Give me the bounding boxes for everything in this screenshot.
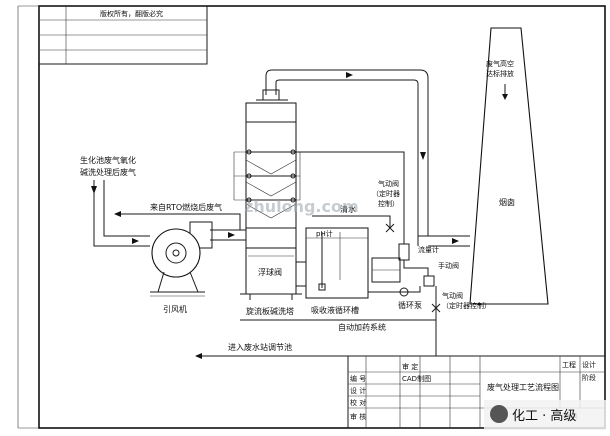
fan-label: 引风机 [163,304,187,314]
pneumatic-valve-top-3: 控制） [378,199,399,208]
up-arrow-icon [502,94,508,100]
absorb-tank-label: 吸收液循环槽 [311,305,359,315]
tb-right-3: 设计 [582,360,596,369]
corner-watermark-text: 化工 · 高级 [512,408,576,424]
pump-label: 循环泵 [398,300,422,310]
right-arrow-icon [346,72,353,78]
tb-right-1: 工程 [562,360,576,369]
bio-gas-line-1: 生化池废气氧化 [80,155,136,165]
inlet-duct [93,180,246,247]
tb-right-4: 阶段 [582,373,596,382]
float-valve-label: 浮球阀 [258,267,282,277]
drawing-title: 废气处理工艺流程图 [487,382,559,392]
ph-meter-label: pH计 [316,229,333,238]
stack-top-line-1: 废气高空 [486,59,514,68]
drawing-frame [17,5,606,429]
left-arrow-icon [195,353,202,359]
circulation-tank [296,227,401,299]
down-arrow-icon [91,186,97,194]
left-arrow-icon [114,211,121,217]
pneumatic-valve-top-1: 气动阀 [378,179,399,188]
scrubber-tower [233,89,405,300]
corner-watermark: 化工 · 高级 [484,400,606,430]
stack [469,27,549,305]
tb-mid-2: CAD制图 [402,374,431,383]
center-watermark: zhulong.com [244,197,359,216]
pneumatic-valve-bottom-2: （定时器控制） [442,301,491,310]
tb-row-3: 校 对 [350,398,366,407]
right-arrow-icon [452,238,459,244]
wechat-logo-icon [490,405,508,423]
bio-gas-line-2: 碱洗处理后废气 [80,167,136,177]
tb-mid-1: 审 定 [402,362,418,371]
water-in-label: 清水 [340,204,356,214]
tb-row-4: 审 核 [350,412,366,421]
tb-row-2: 设 计 [350,386,366,395]
top-exhaust-duct [265,69,470,247]
header-note: 版权所有，翻版必究 [100,9,163,18]
induced-draft-fan [150,221,213,297]
tb-row-1: 编 号 [350,374,366,383]
down-arrow-icon [420,152,426,160]
manual-valve-label: 手动阀 [438,261,459,270]
to-pool-label: 进入废水站调节池 [228,342,292,352]
title-block [347,355,606,429]
pneumatic-valve-top-2: （定时器 [372,189,400,198]
dosing-label: 自动加药系统 [338,322,386,332]
flowmeter-label: 流量计 [418,245,439,254]
pump-loop [368,232,441,322]
valve-icon [385,223,395,233]
stack-top-line-2: 达标排放 [486,69,514,78]
right-arrow-icon [132,238,139,244]
pneumatic-valve-bottom-1: 气动阀 [442,291,463,300]
stack-label: 烟囱 [499,197,515,207]
right-arrow-icon [228,232,235,238]
scrubber-label: 旋流板碱洗塔 [246,306,294,316]
rto-gas-label: 来自RTO燃烧后废气 [150,202,222,212]
